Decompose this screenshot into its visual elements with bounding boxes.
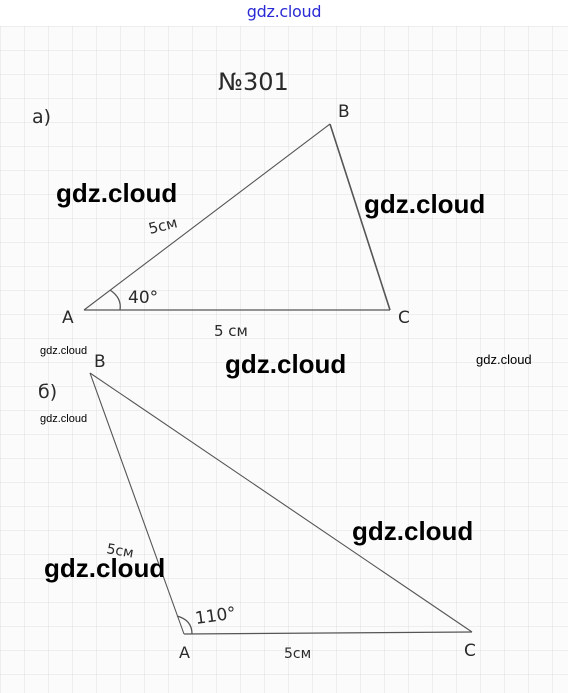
watermark-small: gdz.cloud <box>476 352 532 367</box>
triangle-a <box>83 123 391 311</box>
watermark: gdz.cloud <box>56 178 177 208</box>
part-b-label: б) <box>38 381 57 403</box>
graph-paper <box>0 26 568 693</box>
triangle-a-vertex-a: A <box>62 308 74 328</box>
triangle-b-vertex-a: A <box>179 643 190 662</box>
triangle-a-side-ab-label: 5см <box>147 213 180 238</box>
triangle-a-angle-label: 40° <box>128 288 158 308</box>
watermark: gdz.cloud <box>225 349 346 379</box>
triangle-a-side-bc <box>329 123 391 311</box>
watermark-small: gdz.cloud <box>40 345 87 357</box>
watermark: gdz.cloud <box>364 189 485 219</box>
triangle-b-vertex-b: B <box>94 352 106 372</box>
watermark: gdz.cloud <box>44 553 165 583</box>
triangle-b-angle-arc <box>176 615 193 635</box>
part-a-label: а) <box>32 106 51 128</box>
triangle-b-side-ac-label: 5см <box>284 646 311 662</box>
triangle-b-side-ab <box>89 372 185 635</box>
triangle-b <box>89 372 473 635</box>
triangle-a-side-ab <box>83 123 331 311</box>
triangle-b-side-bc <box>89 372 473 633</box>
triangle-a-angle-arc <box>109 289 121 311</box>
triangle-a-vertex-c: C <box>398 308 410 328</box>
triangle-b-side-ac <box>183 631 473 635</box>
problem-number: №301 <box>218 68 289 96</box>
triangle-b-side-ab-label: 5см <box>105 541 135 561</box>
site-header: gdz.cloud <box>0 0 568 26</box>
triangle-b-angle-label: 110° <box>194 603 237 629</box>
site-header-link[interactable]: gdz.cloud <box>246 2 322 21</box>
watermark-small: gdz.cloud <box>40 413 87 425</box>
triangle-a-vertex-b: B <box>338 102 350 122</box>
watermark: gdz.cloud <box>352 516 473 546</box>
triangle-a-side-ac-label: 5 см <box>214 322 248 340</box>
triangle-b-vertex-c: C <box>464 641 476 661</box>
